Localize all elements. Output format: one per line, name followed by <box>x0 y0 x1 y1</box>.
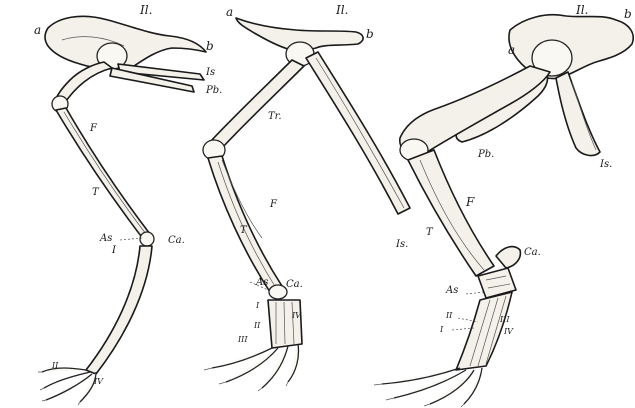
ankle-middle <box>269 285 287 299</box>
ischium-middle <box>306 52 410 214</box>
label-tibia-right: T <box>426 228 433 238</box>
label-digit-ii-right: II <box>446 312 452 320</box>
label-a-right: a <box>508 44 515 56</box>
label-astragalus-left: As <box>100 234 112 244</box>
label-digit-i-right: I <box>440 326 443 334</box>
limb-right <box>374 15 633 407</box>
label-b-middle: b <box>366 28 374 40</box>
label-ischium-right: Is. <box>600 160 612 170</box>
femur-middle <box>210 60 304 148</box>
toes-middle <box>212 344 299 388</box>
label-ilium-left: Il. <box>140 4 152 16</box>
label-calcaneum-right: Ca. <box>524 248 541 258</box>
tibia-middle <box>208 156 282 292</box>
label-astragalus-right: As <box>446 286 458 296</box>
tarsometatarsus-left <box>86 246 152 374</box>
tibia-right <box>408 150 494 276</box>
label-digit-i-left: I <box>112 246 116 256</box>
label-digit-iv-middle: IV <box>292 312 301 320</box>
label-ilium-middle: Il. <box>336 4 348 16</box>
limb-left <box>38 16 206 405</box>
label-b-left: b <box>206 40 214 52</box>
label-digit-iii-right: III <box>500 316 509 324</box>
label-trochanter-middle: Tr. <box>268 112 282 122</box>
label-femur-right: F <box>466 196 474 208</box>
label-tibia-left: T <box>92 188 99 198</box>
label-calcaneum-middle: Ca. <box>286 280 303 290</box>
label-digit-iv-right: IV <box>504 328 513 336</box>
label-ilium-right: Il. <box>576 4 588 16</box>
toes-right <box>382 368 482 404</box>
label-toes-left: II <box>52 362 58 370</box>
label-a-left: a <box>34 24 41 36</box>
label-ischium-left: Is <box>206 68 215 78</box>
label-digit-iv-left: IV <box>94 378 103 386</box>
ischium-right <box>556 72 600 155</box>
label-astragalus-middle: As <box>256 278 268 288</box>
label-femur-left: F <box>90 124 97 134</box>
label-ischium-middle: Is. <box>396 240 408 250</box>
label-calcaneum-left: Ca. <box>168 236 185 246</box>
label-pubis-right: Pb. <box>478 150 494 160</box>
label-digit-ii-middle: II <box>254 322 260 330</box>
ankle-left <box>140 232 154 246</box>
toes-left <box>42 368 96 402</box>
label-pubis-left: Pb. <box>206 86 222 96</box>
label-b-right: b <box>624 8 632 20</box>
limb-middle <box>203 18 410 391</box>
label-fibula-middle: F <box>270 200 277 210</box>
label-tibia-middle: T <box>240 226 247 236</box>
label-digit-iii-middle: III <box>238 336 247 344</box>
label-a-middle: a <box>226 6 233 18</box>
calcaneum-right <box>496 247 520 268</box>
label-digit-i-middle: I <box>256 302 259 310</box>
